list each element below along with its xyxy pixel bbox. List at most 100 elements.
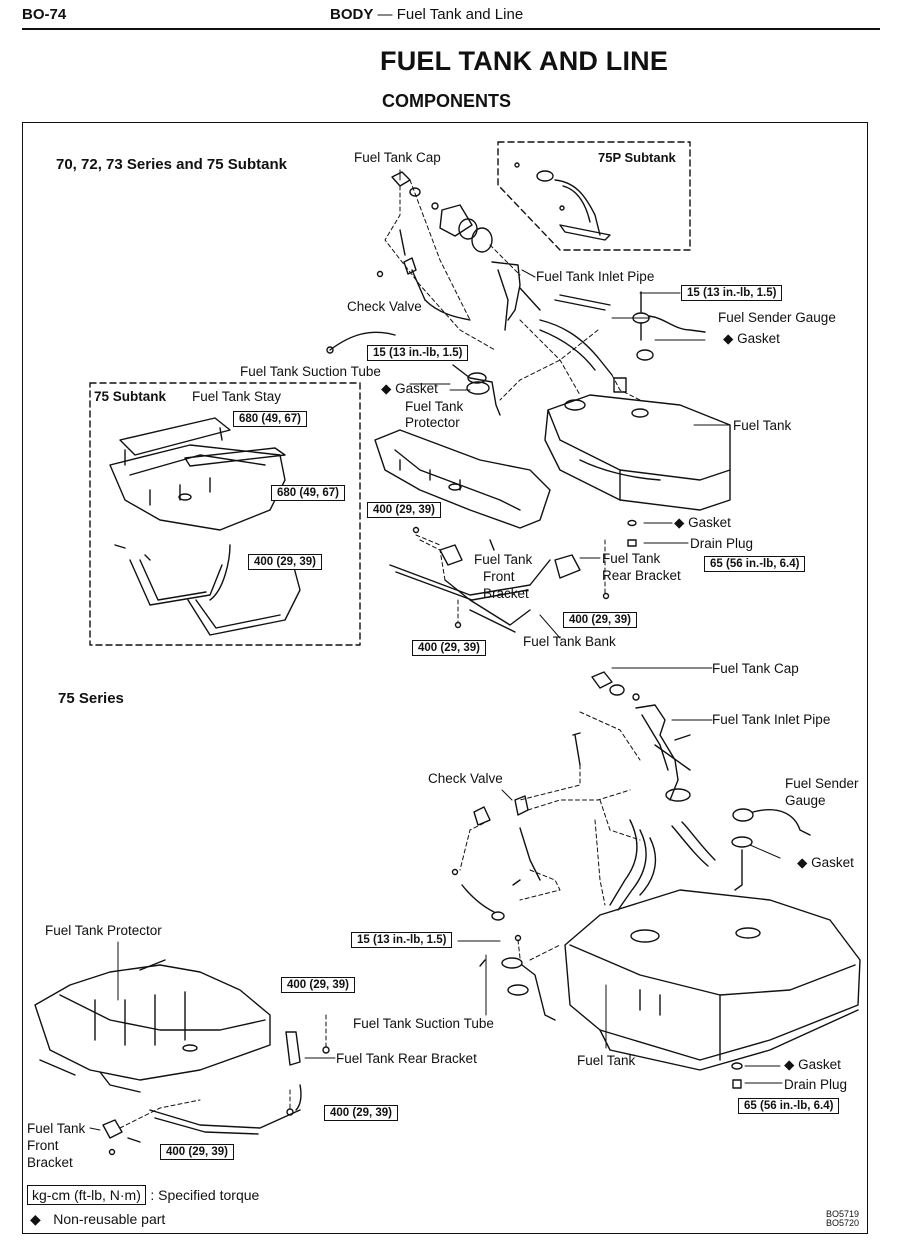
label-s75-fuel-tank-cap: Fuel Tank Cap: [712, 661, 799, 676]
running-header: BODY — Fuel Tank and Line: [330, 6, 523, 23]
nonreusable-mark: ◆: [784, 1057, 795, 1072]
subtank-stay: [109, 417, 286, 531]
top-brackets: [389, 526, 610, 633]
label-fuel-tank-suction-tube: Fuel Tank Suction Tube: [240, 364, 381, 379]
top-sender-gauge: [613, 291, 706, 393]
diagram-frame: [22, 122, 868, 1234]
label-s75-gasket-sender: ◆ Gasket: [797, 855, 854, 871]
label-front-bracket-1: Fuel Tank: [474, 552, 533, 567]
label-gasket-drain-text: Gasket: [688, 515, 731, 530]
header-subsection: Fuel Tank and Line: [396, 6, 524, 23]
label-s75-sender-gauge-2: Gauge: [785, 793, 826, 808]
label-gasket-suction: ◆ Gasket: [381, 381, 438, 397]
label-fuel-tank-protector-2: Protector: [405, 415, 460, 430]
label-s75-front-bracket-2: Front: [27, 1138, 59, 1153]
torque-s75-tank-bank: 400 (29, 39): [324, 1105, 399, 1121]
header-rule: [22, 28, 880, 30]
section-heading-75-series: 75 Series: [58, 690, 124, 707]
label-s75-gasket-drain-text: Gasket: [798, 1057, 841, 1072]
label-gasket-drain: ◆ Gasket: [674, 515, 731, 531]
label-s75-front-bracket-1: Fuel Tank: [27, 1121, 86, 1136]
torque-tank-bank: 400 (29, 39): [412, 640, 487, 656]
label-fuel-tank-bank: Fuel Tank Bank: [523, 634, 616, 649]
label-rear-bracket-2: Rear Bracket: [602, 568, 681, 583]
s75-brackets: [102, 1031, 330, 1156]
page-title: FUEL TANK AND LINE: [380, 46, 669, 76]
label-front-bracket-2: Front: [483, 569, 515, 584]
label-s75-inlet-pipe: Fuel Tank Inlet Pipe: [712, 712, 831, 727]
label-s75-fuel-tank: Fuel Tank: [577, 1053, 636, 1068]
torque-stay-b: 680 (49, 67): [271, 485, 346, 501]
label-front-bracket-3: Bracket: [483, 586, 529, 601]
nonreusable-mark: ◆: [381, 381, 392, 396]
page-number: BO-74: [22, 6, 67, 23]
nonreusable-mark: ◆: [723, 331, 734, 346]
page-subtitle: COMPONENTS: [382, 91, 512, 111]
s75-tank-protector: [34, 959, 271, 1093]
legend-nonreusable-desc: Non-reusable part: [53, 1211, 166, 1227]
legend-diamond-icon: ◆: [30, 1211, 41, 1227]
label-s75-gasket-sender-text: Gasket: [811, 855, 854, 870]
legend-torque: kg-cm (ft-lb, N·m) : Specified torque: [27, 1185, 260, 1205]
legend-nonreusable: ◆ Non-reusable part: [30, 1211, 165, 1229]
torque-protector: 400 (29, 39): [367, 502, 442, 518]
subtank-75p-pipe: [514, 162, 611, 241]
nonreusable-mark: ◆: [797, 855, 808, 870]
s75-suction-tube: [479, 934, 556, 1021]
top-suction-tube: [326, 331, 501, 416]
nonreusable-mark: ◆: [674, 515, 685, 530]
top-cap-group: [391, 171, 613, 376]
top-drain-plug: [627, 519, 637, 547]
torque-suction-tube: 15 (13 in.-lb, 1.5): [367, 345, 469, 361]
label-rear-bracket-1: Fuel Tank: [602, 551, 661, 566]
subtank-75p-box: [497, 141, 691, 251]
torque-rear-bracket: 400 (29, 39): [563, 612, 638, 628]
torque-s75-rear-bracket: 400 (29, 39): [281, 977, 356, 993]
label-s75-rear-bracket: Fuel Tank Rear Bracket: [336, 1051, 477, 1066]
figure-code-2: BO5720: [826, 1218, 860, 1228]
label-s75-front-bracket-3: Bracket: [27, 1155, 73, 1170]
torque-s75-suction-tube: 15 (13 in.-lb, 1.5): [351, 932, 453, 948]
label-gasket-sender: ◆ Gasket: [723, 331, 780, 347]
label-s75-drain-plug: Drain Plug: [784, 1077, 848, 1092]
label-gasket-sender-text: Gasket: [737, 331, 780, 346]
header-dash: —: [373, 6, 397, 23]
torque-inlet-pipe: 15 (13 in.-lb, 1.5): [681, 285, 783, 301]
label-s75-suction-tube: Fuel Tank Suction Tube: [353, 1016, 494, 1031]
label-s75-tank-protector: Fuel Tank Protector: [45, 923, 162, 938]
label-s75-sender-gauge-1: Fuel Sender: [785, 776, 859, 791]
top-fuel-tank: [544, 394, 731, 511]
legend-torque-units: kg-cm (ft-lb, N·m): [27, 1185, 146, 1205]
figure-code-1: BO5719: [826, 1209, 860, 1219]
top-check-valve: [376, 229, 471, 321]
legend-torque-desc: : Specified torque: [150, 1187, 260, 1203]
section-heading-75p: 75P Subtank: [598, 150, 676, 165]
label-fuel-tank-cap: Fuel Tank Cap: [354, 150, 441, 165]
label-s75-check-valve: Check Valve: [428, 771, 503, 786]
torque-s75-front-bracket: 400 (29, 39): [160, 1144, 235, 1160]
header-section: BODY: [330, 6, 374, 23]
s75-check-valve: [451, 732, 581, 921]
label-fuel-tank-protector-1: Fuel Tank: [405, 399, 464, 414]
subtank-75-box: [89, 382, 361, 646]
subtank-bands: [114, 544, 301, 636]
s75-sender-gauge: [731, 808, 811, 891]
section-heading-top: 70, 72, 73 Series and 75 Subtank: [56, 156, 287, 173]
s75-drain-plug: [731, 1062, 743, 1089]
label-gasket-suction-text: Gasket: [395, 381, 438, 396]
torque-s75-drain-plug: 65 (56 in.-lb, 6.4): [738, 1098, 840, 1114]
s75-fuel-tank: [564, 889, 861, 1071]
torque-stay-a: 680 (49, 67): [233, 411, 308, 427]
s75-cap-group: [591, 671, 716, 867]
label-fuel-tank-stay: Fuel Tank Stay: [192, 389, 282, 404]
label-fuel-tank: Fuel Tank: [733, 418, 792, 433]
label-fuel-tank-inlet-pipe: Fuel Tank Inlet Pipe: [536, 269, 655, 284]
s75-fuel-tubes: [609, 819, 657, 911]
section-heading-75-subtank: 75 Subtank: [94, 389, 167, 404]
torque-subtank-band: 400 (29, 39): [248, 554, 323, 570]
torque-drain-plug: 65 (56 in.-lb, 6.4): [704, 556, 806, 572]
label-s75-gasket-drain: ◆ Gasket: [784, 1057, 841, 1073]
label-drain-plug: Drain Plug: [690, 536, 754, 551]
label-check-valve: Check Valve: [347, 299, 422, 314]
